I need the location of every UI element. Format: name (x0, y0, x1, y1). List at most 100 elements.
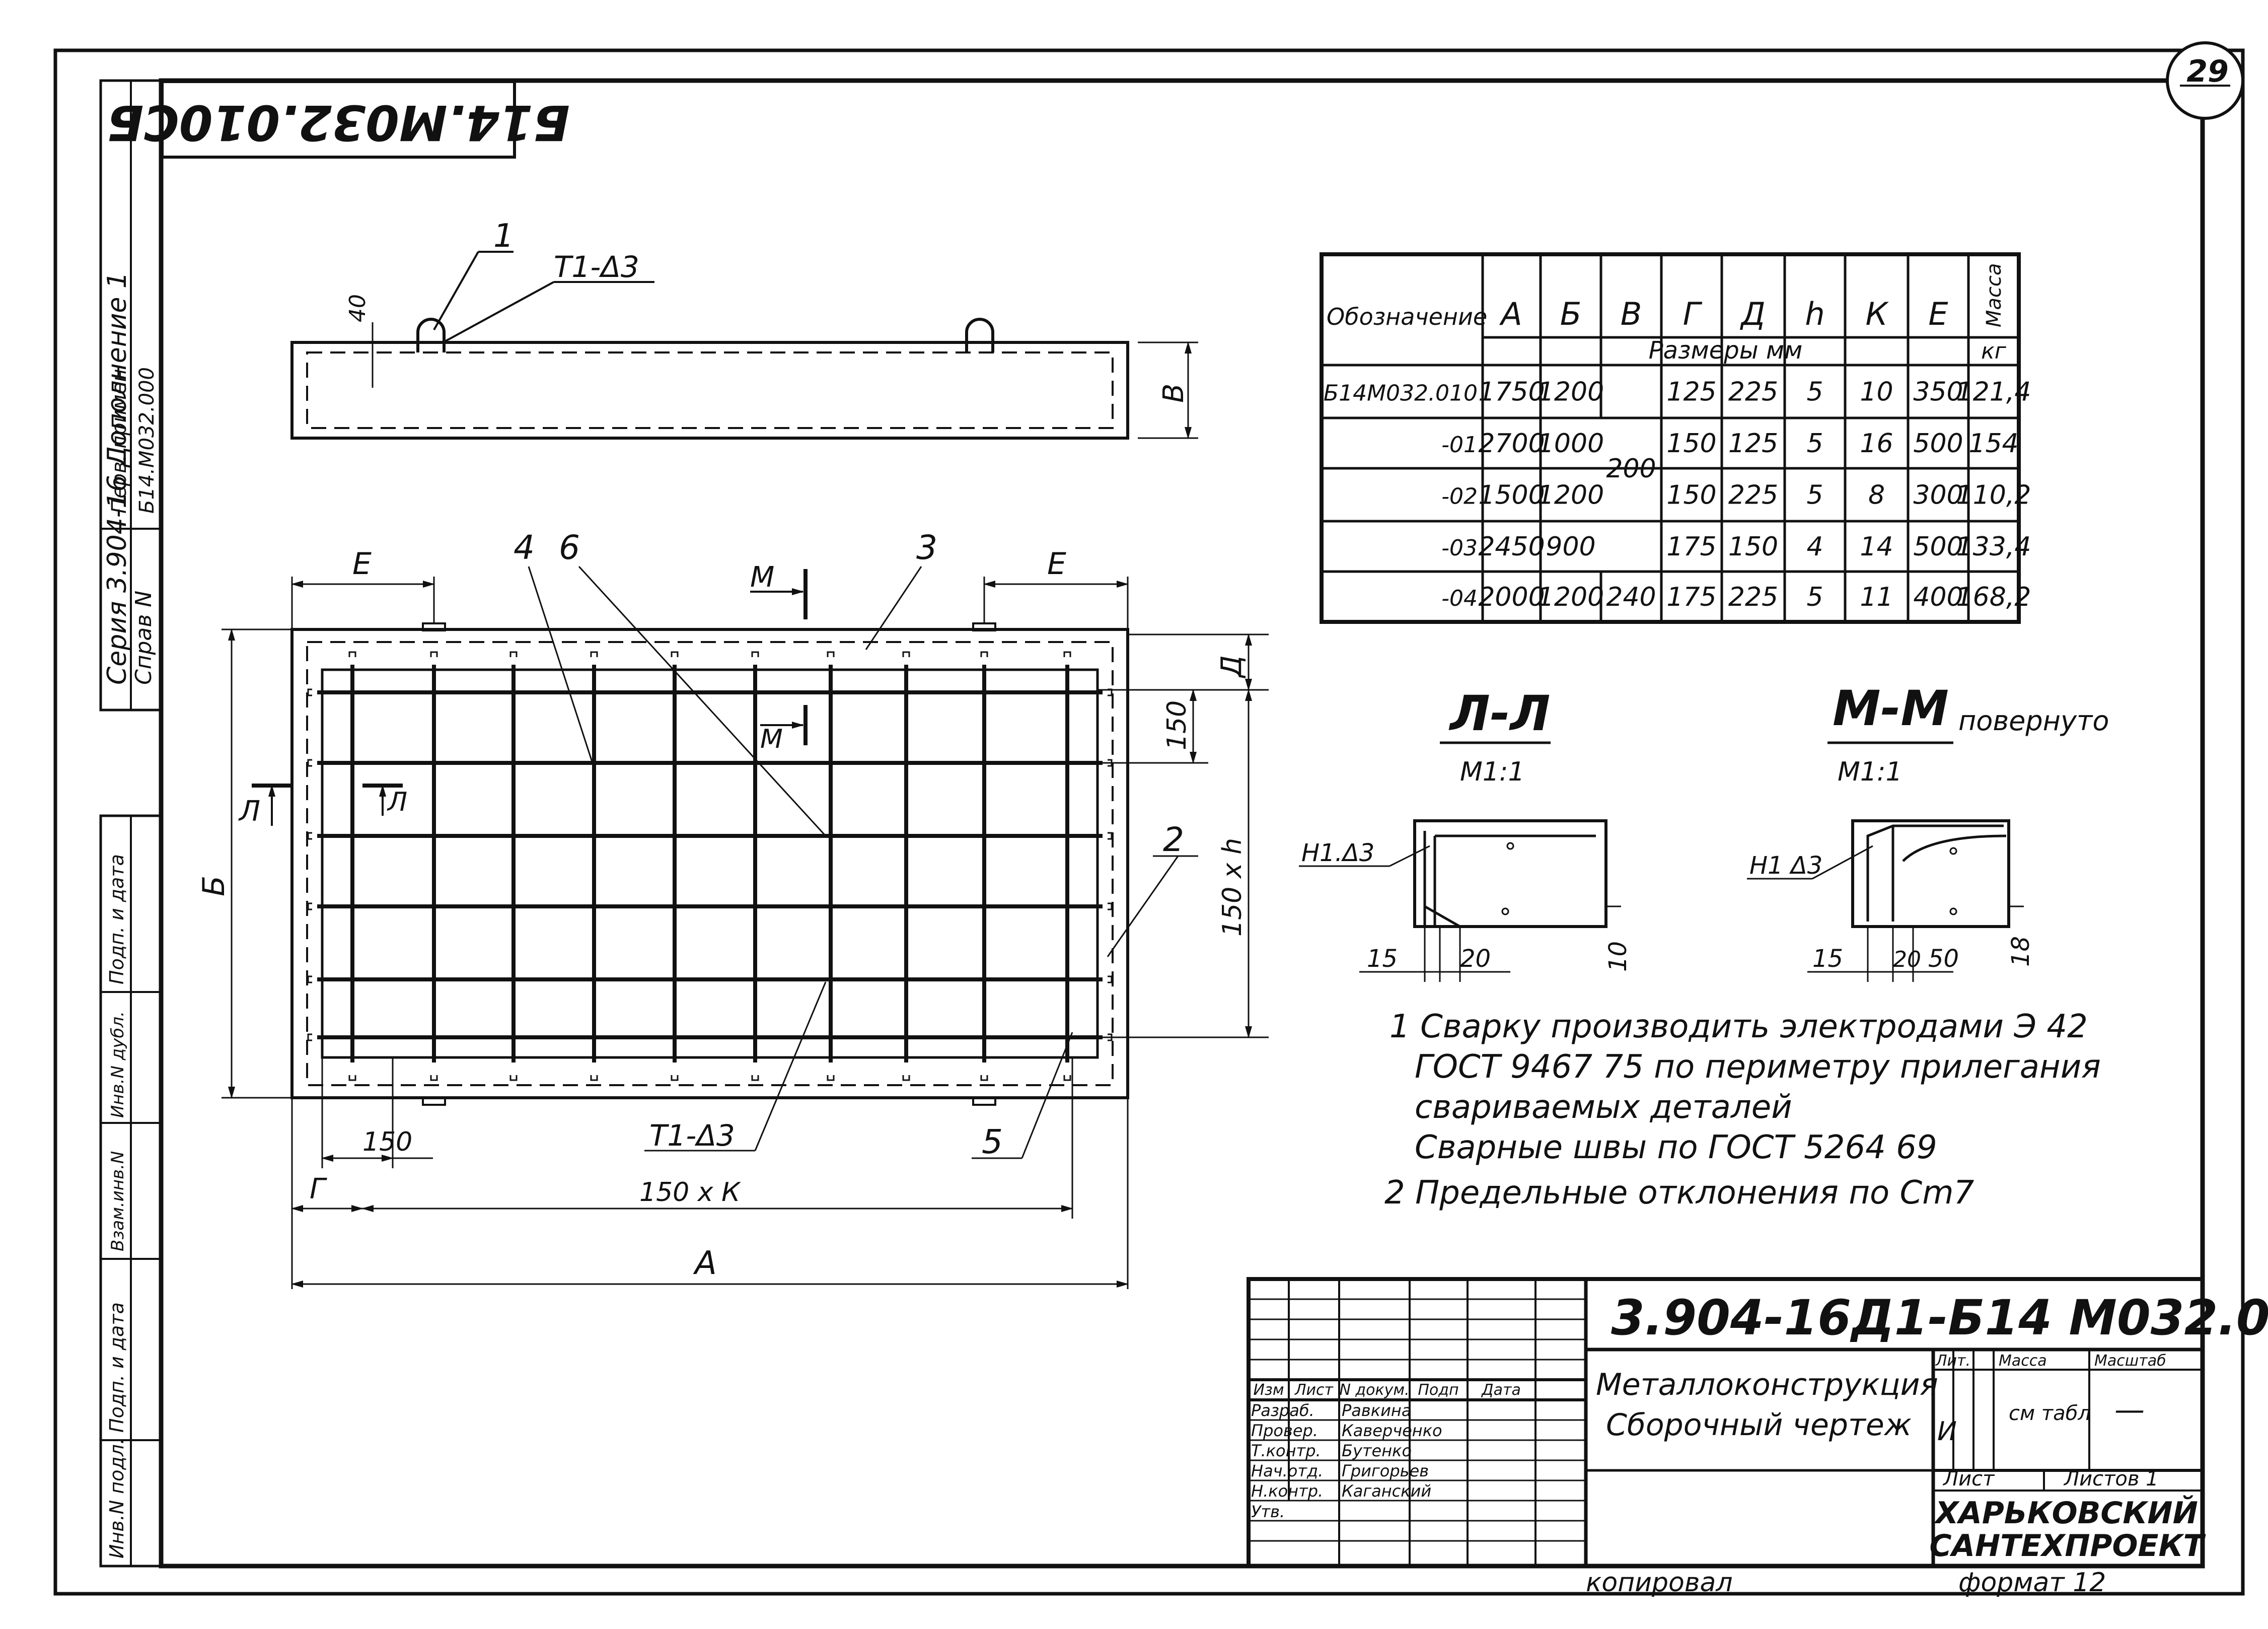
tick-top-6 (827, 651, 835, 657)
lit-header: Лит. (1935, 1352, 1970, 1370)
left-series-stamp: Серия 3.904-16 Дополнение 1 Справ N Перв… (99, 79, 163, 712)
section-mm-dim-20: 20 (1893, 947, 1921, 972)
rebar-grid (317, 665, 1103, 1063)
tick-bottom-8 (980, 1075, 988, 1081)
callout-2: 2 (1163, 820, 1184, 859)
tick-bottom-9 (1063, 1075, 1071, 1081)
plan-dim-e-right: Е (1047, 546, 1066, 582)
doc-name-1: Металлоконструкция (1596, 1367, 1938, 1402)
section-ll-weld: Н1.Δ3 (1301, 839, 1374, 867)
top-view: 1 Т1-Δ3 40 В (290, 218, 1198, 440)
tick-right-2 (1108, 832, 1113, 840)
table-cell-4-2: 1200 (1538, 582, 1604, 612)
table-header-0: А (1499, 296, 1522, 332)
tb-col-header-0: Изм (1253, 1381, 1284, 1399)
table-subheader-mass: кг (1981, 338, 2007, 364)
table-cell-1-1: 2700 (1478, 429, 1545, 459)
table-cell-v-merged: 200 (1606, 454, 1656, 484)
plan-dim-150-right: 150 (1162, 700, 1192, 750)
tb-name-4: Каганский (1342, 1481, 1431, 1501)
mirrored-title: Б14.М032.010СБ (107, 94, 570, 151)
table-cell-3-5: 150 (1728, 532, 1778, 562)
table-header-3: Г (1683, 296, 1703, 332)
tick-top-3 (590, 651, 598, 657)
mass-header: Масса (1999, 1352, 2047, 1370)
tick-bottom-5 (751, 1075, 759, 1081)
table-cell-0-7: 10 (1860, 377, 1893, 407)
side-label-podp-data-2: Подп. и дата (106, 854, 128, 984)
tb-name-1: Каверченко (1342, 1421, 1442, 1440)
tb-name-0: Равкина (1342, 1401, 1411, 1420)
sheet-number: 29 (2186, 54, 2229, 89)
tick-left-2 (307, 832, 312, 840)
side-label-inv-podl: Инв.N подл. (106, 1438, 128, 1559)
section-mm-weld: Н1 Δ3 (1749, 852, 1822, 880)
org-line-1: ХАРЬКОВСКИЙ (1933, 1495, 2198, 1531)
section-mm-dim-18: 18 (2007, 936, 2035, 967)
side-label-inv-dubl: Инв.N дубл. (108, 1011, 128, 1118)
section-mm-suffix: повернуто (1958, 705, 2109, 737)
table-header-designation: Обозначение (1327, 303, 1487, 330)
plan-view: Е Е 4 6 3 М М Л Л Д 150 150 (196, 528, 1269, 1289)
table-cell-2-4: 150 (1666, 480, 1716, 511)
perv-primen-label: Перв. примен (108, 369, 131, 514)
section-mm-dim-15: 15 (1812, 945, 1843, 973)
plan-dim-e-left: Е (352, 546, 372, 582)
tick-left-1 (307, 759, 312, 767)
callout-3: 3 (916, 528, 937, 567)
spravn-label: Справ N (131, 591, 157, 685)
series-text: Серия 3.904-16 Дополнение 1 (102, 272, 132, 685)
side-label-vzam-inv: Взам.инв.N (108, 1151, 128, 1251)
lit-value: И (1937, 1416, 1957, 1447)
callout-4: 4 (514, 528, 535, 567)
side-label-podp-data-1: Подп. и дата (106, 1302, 128, 1433)
section-ll-title: Л-Л (1448, 685, 1550, 742)
scale-value: — (2114, 1392, 2145, 1428)
section-mm-scale: М1:1 (1838, 757, 1903, 787)
mass-value: см табл (2009, 1402, 2091, 1425)
plan-dim-b: Б (196, 876, 232, 896)
footer-format: формат 12 (1958, 1568, 2106, 1598)
tb-role-3: Нач.отд. (1251, 1461, 1323, 1480)
section-ll-dim-15: 15 (1367, 945, 1398, 973)
tick-top-1 (430, 651, 438, 657)
table-header-mass: Масса (1983, 263, 2006, 327)
tb-role-0: Разраб. (1251, 1401, 1314, 1420)
plan-dim-150xh: 150 х h (1217, 838, 1248, 937)
table-cell-2-6: 5 (1806, 480, 1823, 511)
technical-notes: 1 Сварку производить электродами Э 42 ГО… (1384, 1008, 2101, 1212)
tick-top-9 (1063, 651, 1071, 657)
table-cell-4-0: -04 (1441, 586, 1478, 611)
tb-col-header-2: N докум. (1339, 1381, 1409, 1399)
tick-right-3 (1108, 902, 1113, 910)
section-l-inner: Л (387, 787, 407, 817)
table-cell-3-4: 175 (1666, 532, 1716, 562)
tb-name-3: Григорьев (1342, 1461, 1429, 1480)
sheet-number-circle (2166, 41, 2244, 120)
table-header-6: К (1865, 296, 1889, 332)
tb-role-5: Утв. (1251, 1502, 1285, 1521)
tb-role-2: Т.контр. (1251, 1441, 1321, 1460)
section-m-top: М (750, 561, 774, 594)
tb-col-header-3: Подп (1418, 1381, 1458, 1399)
table-cell-4-7: 11 (1860, 582, 1893, 612)
table-header-7: Е (1928, 296, 1948, 332)
tb-role-1: Провер. (1251, 1421, 1318, 1440)
table-cell-1-0: -01 (1441, 432, 1478, 458)
tick-right-4 (1108, 975, 1113, 983)
callout-5: 5 (982, 1122, 1003, 1161)
table-cell-0-1: 1750 (1478, 377, 1545, 407)
table-header-5: h (1805, 296, 1824, 332)
table-cell-0-5: 225 (1728, 377, 1778, 407)
table-cell-3-9: 133,4 (1956, 532, 2031, 562)
tb-col-header-4: Дата (1481, 1381, 1521, 1399)
table-cell-2-2: 1200 (1538, 480, 1604, 511)
table-subheader-dims: Размеры мм (1649, 336, 1803, 365)
tick-left-3 (307, 902, 312, 910)
table-cell-4-1: 2000 (1478, 582, 1545, 612)
table-cell-4-9: 168,2 (1956, 582, 2031, 612)
tick-marks (307, 622, 1113, 1106)
